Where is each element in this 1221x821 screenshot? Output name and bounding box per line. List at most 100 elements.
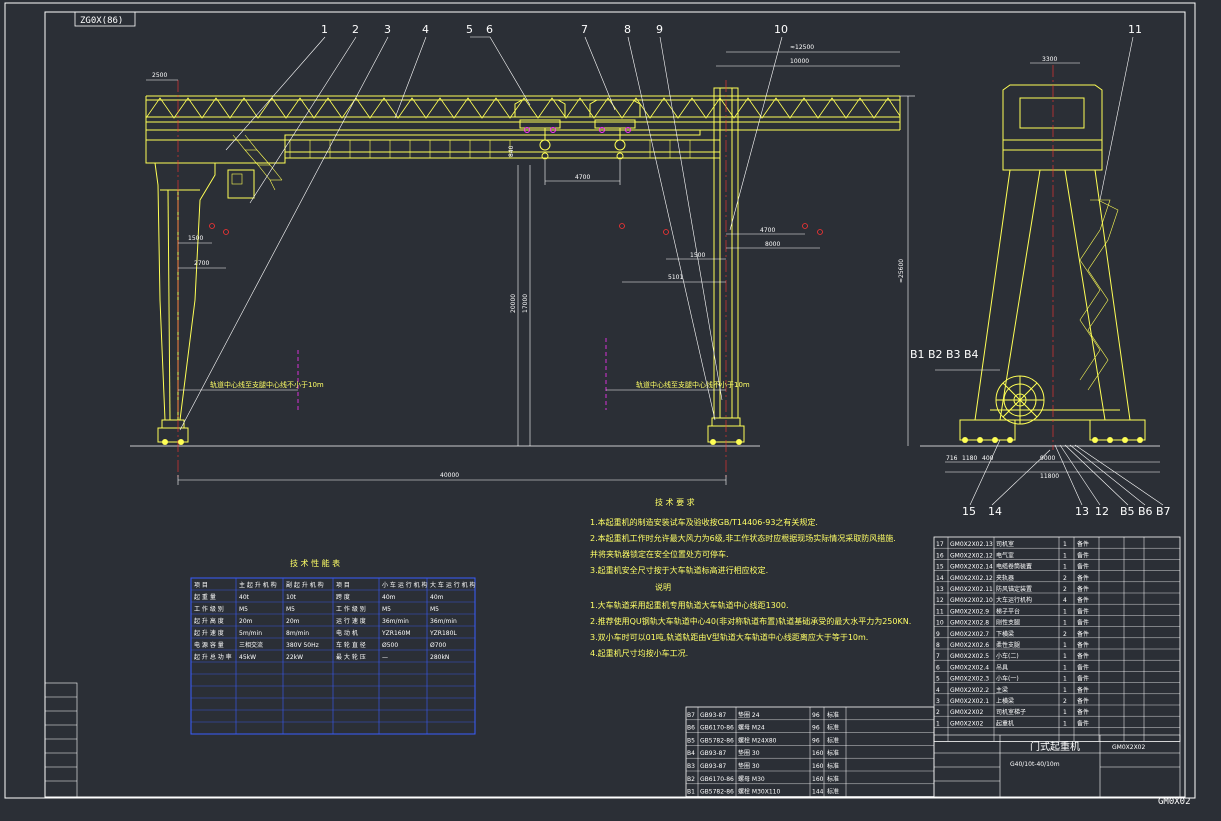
side-view bbox=[959, 84, 1146, 441]
side-stairs-2 bbox=[1087, 199, 1119, 391]
perf-table-title: 技 术 性 能 表 bbox=[290, 558, 340, 568]
perf-cell-left: 三相交流 bbox=[239, 641, 263, 649]
parts-cell-code: GM0X2X02.13 bbox=[950, 541, 993, 548]
parts-cell-qty: 1 bbox=[1063, 552, 1067, 559]
parts-cell-no: 6 bbox=[936, 664, 940, 671]
bolt-cell-std: GB5782-86 bbox=[700, 789, 734, 796]
label-b6: B6 bbox=[1138, 505, 1153, 518]
parts-cell-name: 防风锚定装置 bbox=[996, 585, 1032, 593]
perf-cell-right: — bbox=[382, 654, 388, 661]
perf-header-right: 大 车 运 行 机 构 bbox=[430, 581, 476, 589]
perf-cell-left: 8m/min bbox=[286, 630, 309, 637]
girder-truss bbox=[145, 97, 901, 119]
perf-cell-left: 20m bbox=[286, 618, 300, 625]
parts-cell-qty: 1 bbox=[1063, 709, 1067, 716]
perf-header-left: 副 起 升 机 构 bbox=[286, 581, 324, 589]
load-markers bbox=[209, 223, 823, 235]
parts-cell-note: 备件 bbox=[1077, 596, 1089, 604]
leg-dim-lines bbox=[178, 233, 820, 283]
dim-lift-height2: 17000 bbox=[522, 294, 529, 313]
label-b7: B7 bbox=[1156, 505, 1171, 518]
parts-list-border bbox=[933, 536, 1181, 742]
operator-cab bbox=[227, 169, 255, 199]
bolt-cell-qty: 160 bbox=[812, 750, 824, 757]
parts-cell-name: 大车运行机构 bbox=[996, 596, 1032, 604]
parts-cell-qty: 1 bbox=[1063, 620, 1067, 627]
flexible-leg bbox=[154, 162, 216, 443]
label-b4: B4 bbox=[964, 348, 979, 361]
callout-numbers: 1 2 3 4 5 6 7 8 9 10 11 bbox=[321, 23, 1142, 36]
bolt-cell-name: 垫圈 30 bbox=[738, 762, 760, 770]
label-15: 15 bbox=[962, 505, 976, 518]
bolt-cell-no: B4 bbox=[687, 750, 695, 757]
callout-leaders bbox=[179, 36, 1134, 431]
bolt-cell-no: B5 bbox=[687, 737, 695, 744]
parts-cell-no: 7 bbox=[936, 653, 940, 660]
note-1: 1.大车轨道采用起重机专用轨道大车轨道中心线距1300. bbox=[590, 600, 789, 610]
parts-cell-name: 下横梁 bbox=[996, 630, 1014, 638]
label-b3: B3 bbox=[946, 348, 961, 361]
parts-cell-no: 12 bbox=[936, 597, 944, 604]
parts-cell-name: 夹轨器 bbox=[996, 574, 1014, 582]
perf-cell-left: M5 bbox=[239, 606, 248, 613]
parts-cell-code: GM0X2X02 bbox=[950, 720, 983, 727]
tech-req-2: 2.本起重机工作时允许最大风力为6级,非工作状态时应根据现场实际情况采取防风措施… bbox=[590, 533, 896, 543]
label-b1: B1 bbox=[910, 348, 925, 361]
parts-cell-no: 1 bbox=[936, 720, 940, 727]
bolt-cell-note: 标准 bbox=[827, 762, 839, 770]
parts-cell-name: 司机室 bbox=[996, 540, 1014, 548]
title-main: 门式起重机 bbox=[1030, 740, 1080, 753]
parts-cell-no: 4 bbox=[936, 687, 940, 694]
callout-10: 10 bbox=[774, 23, 788, 36]
dim-d2: 2700 bbox=[194, 260, 209, 267]
bolt-cell-note: 标准 bbox=[827, 724, 839, 732]
perf-cell-left: 20m bbox=[239, 618, 253, 625]
cab-window bbox=[231, 173, 243, 185]
perf-header-left: 主 起 升 机 构 bbox=[239, 581, 277, 589]
tech-req-1: 1.本起重机的制造安装试车及验收按GB/T14406-93之有关规定. bbox=[590, 517, 818, 527]
perf-cell-left: 10t bbox=[286, 594, 297, 601]
parts-cell-name: 主梁 bbox=[996, 686, 1008, 694]
perf-cell-left: 起 重 量 bbox=[194, 593, 216, 601]
parts-cell-name: 刚性支腿 bbox=[996, 619, 1020, 627]
tech-req-3: 并将夹轨器锁定在安全位置处方可停车. bbox=[590, 549, 729, 559]
parts-cell-no: 3 bbox=[936, 698, 940, 705]
callout-4: 4 bbox=[422, 23, 429, 36]
parts-cell-code: GM0X2X02.9 bbox=[950, 608, 989, 615]
parts-cell-note: 备件 bbox=[1077, 652, 1089, 660]
trolley-1 bbox=[514, 99, 566, 160]
mid-note: 轨道中心线至支腿中心线不小于10m bbox=[636, 380, 750, 389]
left-note: 轨道中心线至支腿中心线不小于10m bbox=[210, 380, 324, 389]
perf-cell-left: 380V 50Hz bbox=[286, 642, 319, 649]
parts-cell-note: 备件 bbox=[1077, 619, 1089, 627]
perf-header-left: 项 目 bbox=[194, 582, 208, 589]
bolt-cell-no: B2 bbox=[687, 776, 695, 783]
top-left-code: ZG0X(86) bbox=[80, 16, 123, 26]
parts-cell-note: 备件 bbox=[1077, 563, 1089, 571]
perf-cell-left: 起 升 高 度 bbox=[194, 617, 224, 625]
parts-cell-qty: 2 bbox=[1063, 631, 1067, 638]
left-stairs bbox=[232, 134, 283, 191]
bolt-cell-no: B6 bbox=[687, 725, 695, 732]
bolt-cell-qty: 96 bbox=[812, 712, 820, 719]
callout-1: 1 bbox=[321, 23, 328, 36]
parts-cell-no: 5 bbox=[936, 676, 940, 683]
parts-cell-name: 小车(一) bbox=[996, 675, 1019, 683]
bolt-cell-note: 标准 bbox=[827, 711, 839, 719]
callout-7: 7 bbox=[581, 23, 588, 36]
bolt-cell-qty: 144 bbox=[812, 789, 824, 796]
parts-cell-code: GM0X2X02.12 bbox=[950, 575, 993, 582]
tech-title: 技 术 要 求 bbox=[655, 497, 695, 507]
callout-5: 5 bbox=[466, 23, 473, 36]
parts-cell-note: 备件 bbox=[1077, 697, 1089, 705]
parts-cell-no: 8 bbox=[936, 642, 940, 649]
parts-cell-name: 小车(二) bbox=[996, 652, 1019, 660]
trolley-2 bbox=[589, 99, 641, 160]
perf-table: 项 目主 起 升 机 构副 起 升 机 构项 目小 车 运 行 机 构大 车 运… bbox=[190, 577, 476, 735]
perf-cell-right: 电 动 机 bbox=[336, 629, 358, 637]
perf-cell-left: 电 源 容 量 bbox=[194, 641, 224, 649]
perf-header-right: 小 车 运 行 机 构 bbox=[382, 581, 428, 589]
b-labels-bottom-leaders bbox=[969, 439, 1164, 506]
side-dims bbox=[935, 62, 1160, 473]
